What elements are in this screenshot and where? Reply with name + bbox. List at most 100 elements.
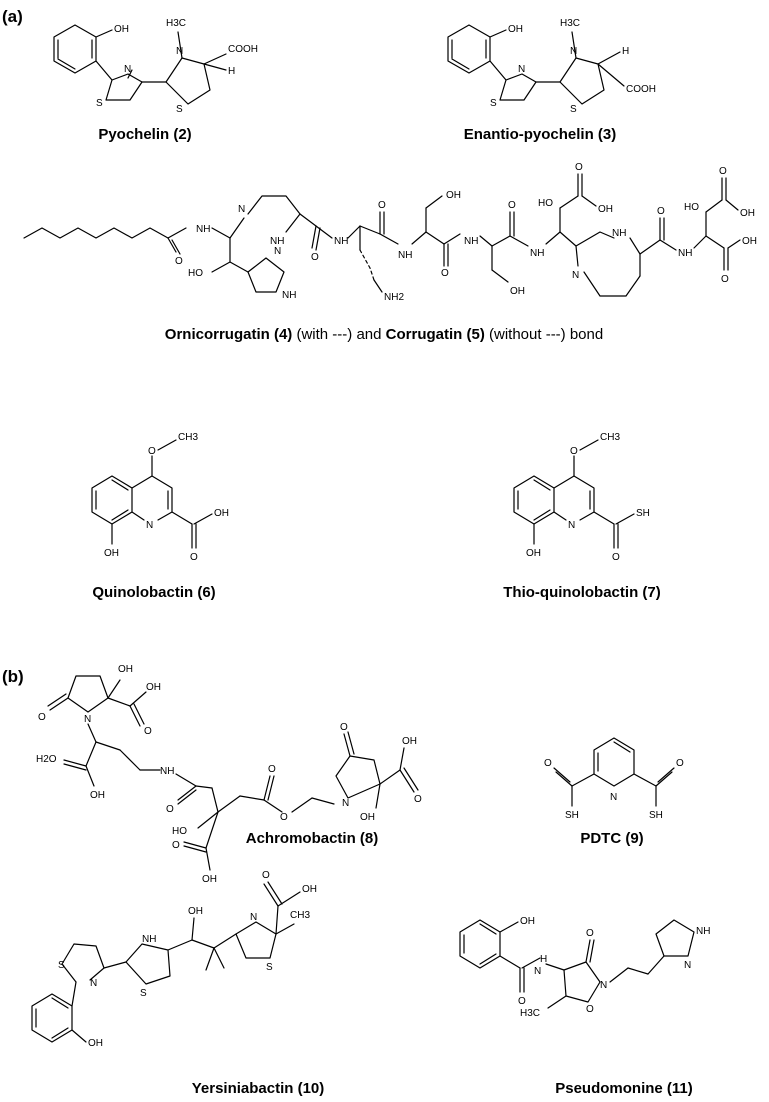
atom-h3c: H3C — [166, 18, 186, 29]
atom-n: N — [250, 912, 257, 923]
atom-oh: OH — [740, 208, 755, 219]
atom-oh: OH — [510, 286, 525, 297]
atom-o: O — [612, 552, 620, 563]
atom-ch3: CH3 — [600, 432, 620, 443]
atom-s: S — [570, 104, 577, 115]
atom-h3c: H3C — [560, 18, 580, 29]
atom-nh: NH — [398, 250, 412, 261]
atom-ho: HO — [172, 826, 187, 837]
structure-pdtc: N O SH O SH — [544, 737, 684, 821]
atom-oh: OH — [114, 24, 129, 35]
atom-o: O — [414, 794, 422, 805]
caption-yersiniabactin: Yersiniabactin (10) — [191, 1080, 325, 1097]
structure-ornicorrugatin: O NH N NH HO N NH O NH O NH2 NH OH O — [23, 162, 757, 303]
atom-cooh: COOH — [626, 84, 656, 95]
atom-s: S — [490, 98, 497, 109]
structure-quinolobactin: N O CH3 OH O OH — [91, 432, 229, 563]
atom-o: O — [570, 446, 578, 457]
structure-pyochelin: OH N S N S H3C COOH H — [53, 18, 258, 115]
atom-sh: SH — [636, 508, 650, 519]
atom-o: O — [586, 928, 594, 939]
atom-h: H — [540, 954, 547, 965]
atom-h: H — [622, 46, 629, 57]
atom-oh: OH — [214, 508, 229, 519]
atom-h3c: H3C — [520, 1008, 540, 1019]
caption-enantio-pyochelin: Enantio-pyochelin (3) — [463, 126, 617, 143]
atom-o: O — [676, 758, 684, 769]
atom-o: O — [280, 812, 288, 823]
atom-oh: OH — [360, 812, 375, 823]
caption-pdtc: PDTC (9) — [580, 830, 644, 847]
atom-o: O — [721, 274, 729, 285]
atom-h: H — [228, 66, 235, 77]
atom-nh: NH — [142, 934, 156, 945]
atom-nh: NH — [270, 236, 284, 247]
structure-yersiniabactin: OH S N NH S OH N S CH3 O OH — [31, 870, 317, 1049]
atom-s: S — [266, 962, 273, 973]
atom-o: O — [719, 166, 727, 177]
atom-nh: NH — [612, 228, 626, 239]
atom-o: O — [518, 996, 526, 1007]
atom-nh: NH — [530, 248, 544, 259]
atom-nh: NH — [196, 224, 210, 235]
atom-h2o: H2O — [36, 754, 57, 765]
panel-label-a: (a) — [2, 7, 23, 26]
atom-cooh: COOH — [228, 44, 258, 55]
atom-oh: OH — [508, 24, 523, 35]
atom-n: N — [534, 966, 541, 977]
atom-oh: OH — [302, 884, 317, 895]
structure-pseudomonine: OH O H N O N O H3C NH N — [459, 916, 710, 1019]
atom-oh: OH — [202, 874, 217, 885]
note-with-bond: (with ---) and — [292, 326, 386, 343]
atom-nh: NH — [464, 236, 478, 247]
atom-o: O — [166, 804, 174, 815]
atom-n: N — [568, 520, 575, 531]
caption-quinolobactin: Quinolobactin (6) — [92, 584, 216, 601]
atom-s: S — [58, 960, 65, 971]
atom-n: N — [238, 204, 245, 215]
atom-o: O — [311, 252, 319, 263]
note-without-bond: (without ---) bond — [484, 326, 604, 343]
structure-achromobactin: O N OH OH O NH H2O OH O HO O OH O O — [36, 664, 422, 885]
caption-thio-quinolobactin: Thio-quinolobactin (7) — [503, 584, 661, 601]
atom-oh: OH — [104, 548, 119, 559]
caption-ornicorrugatin-corrugatin: Ornicorrugatin (4) (with ---) and Corrug… — [165, 326, 603, 343]
name-ornicorrugatin: Ornicorrugatin (4) — [164, 326, 293, 343]
atom-ho: HO — [538, 198, 553, 209]
caption-pyochelin: Pyochelin (2) — [98, 126, 192, 143]
atom-n: N — [176, 46, 183, 57]
atom-o: O — [508, 200, 516, 211]
atom-oh: OH — [88, 1038, 103, 1049]
atom-oh: OH — [402, 736, 417, 747]
atom-o: O — [441, 268, 449, 279]
atom-n: N — [518, 64, 525, 75]
atom-o: O — [175, 256, 183, 267]
atom-o: O — [340, 722, 348, 733]
name-corrugatin: Corrugatin (5) — [385, 326, 485, 343]
atom-n: N — [146, 520, 153, 531]
atom-nh: NH — [160, 766, 174, 777]
atom-n: N — [84, 714, 91, 725]
atom-n: N — [684, 960, 691, 971]
atom-ho: HO — [188, 268, 203, 279]
atom-nh: NH — [678, 248, 692, 259]
atom-nh2: NH2 — [384, 292, 404, 303]
atom-nh: NH — [282, 290, 296, 301]
atom-o: O — [172, 840, 180, 851]
atom-nh: NH — [334, 236, 348, 247]
atom-sh: SH — [649, 810, 663, 821]
atom-n: N — [610, 792, 617, 803]
atom-s: S — [140, 988, 147, 999]
atom-o: O — [378, 200, 386, 211]
atom-oh: OH — [526, 548, 541, 559]
atom-n: N — [342, 798, 349, 809]
atom-sh: SH — [565, 810, 579, 821]
atom-n: N — [572, 270, 579, 281]
caption-pseudomonine: Pseudomonine (11) — [555, 1080, 693, 1097]
caption-achromobactin: Achromobactin (8) — [245, 830, 379, 847]
atom-s: S — [96, 98, 103, 109]
atom-oh: OH — [118, 664, 133, 675]
atom-ch3: CH3 — [290, 910, 310, 921]
atom-n: N — [90, 978, 97, 989]
